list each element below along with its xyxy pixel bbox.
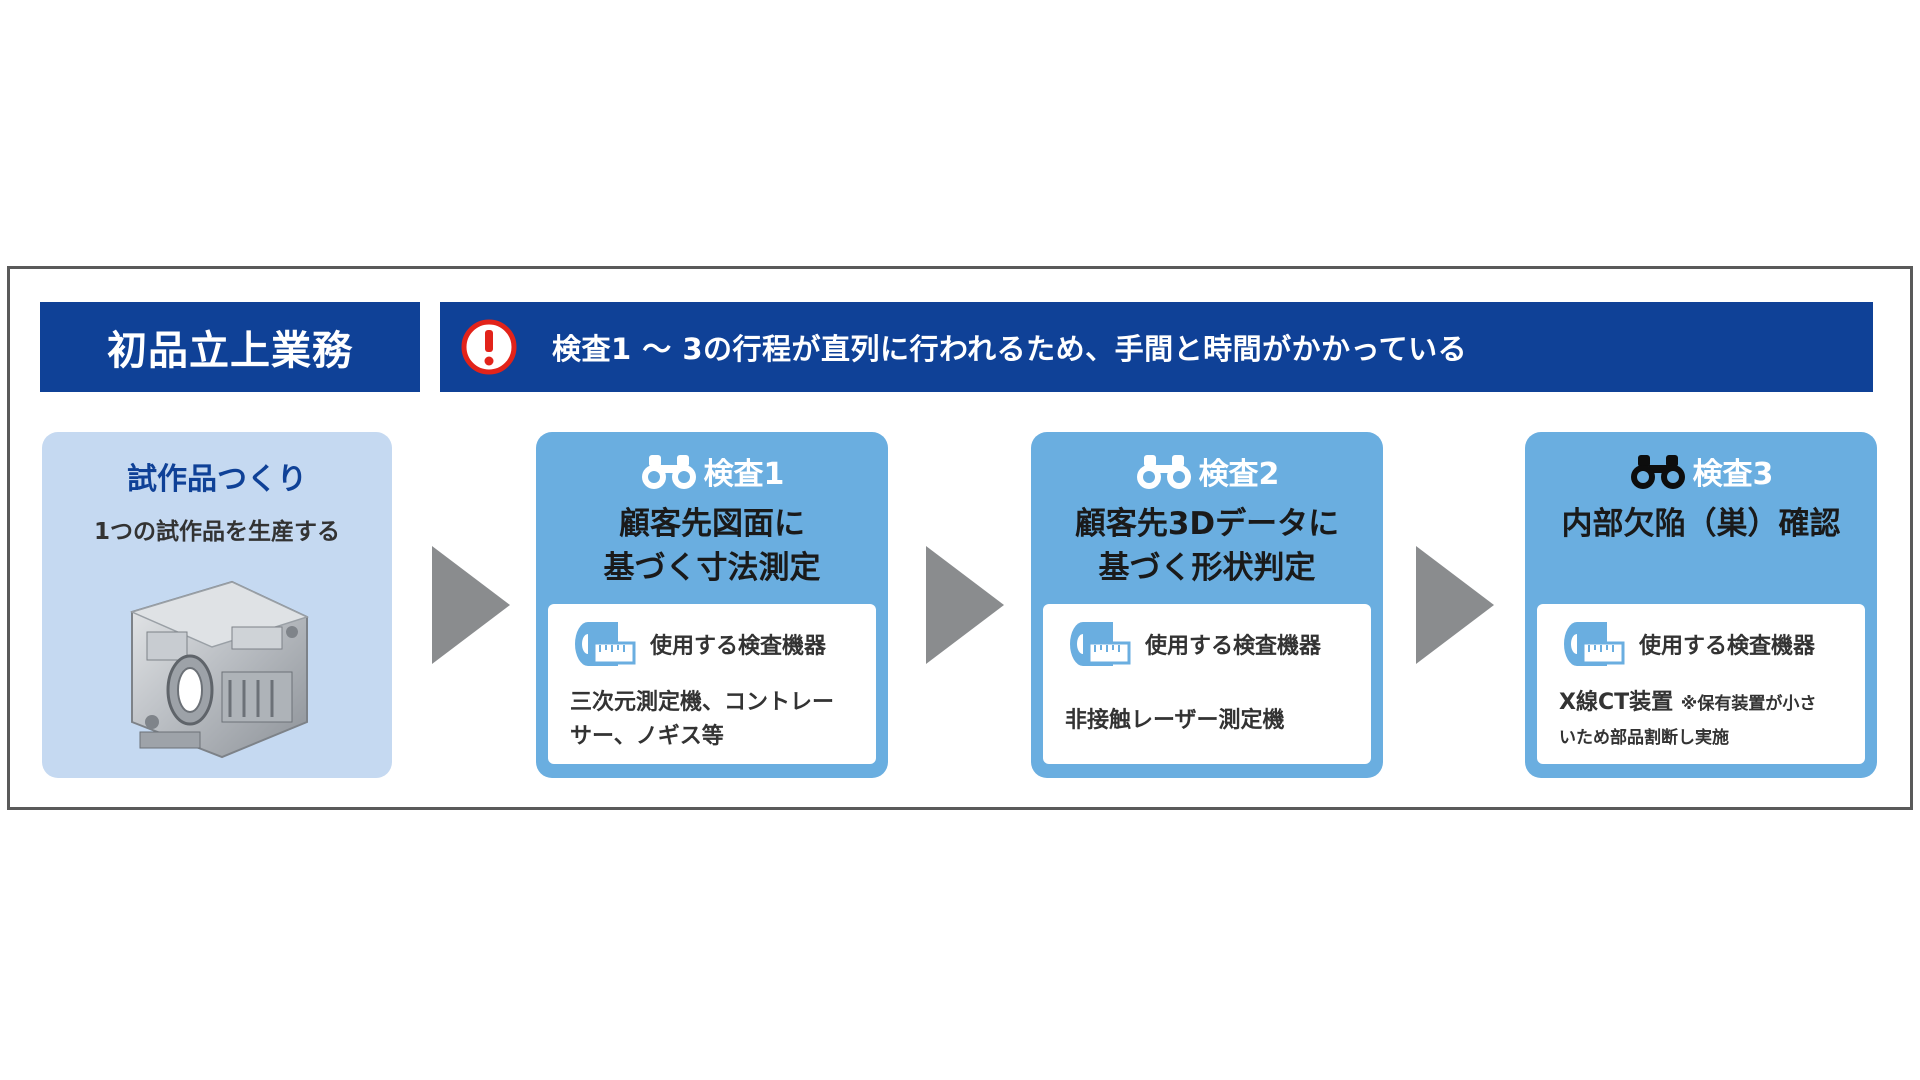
binoculars-icon [1630,455,1685,489]
step-title-line: 内部欠陥（巣）確認 [1561,506,1841,542]
equipment-text: X線CT装置 ※保有装置が小さ いため部品割断し実施 [1559,686,1851,755]
step-title-line: 基づく形状判定 [1098,550,1316,586]
step-label: 検査1 [703,457,785,492]
page-title: 初品立上業務 [40,302,420,392]
equipment-line: 非接触レーザー測定機 [1065,708,1285,733]
step-label: 検査2 [1198,457,1280,492]
equipment-box: 使用する検査機器 三次元測定機、コントレー サー、ノギス等 [548,604,876,764]
step-title: 顧客先図面に 基づく寸法測定 [536,502,888,590]
equipment-note: ※保有装置が小さ [1680,694,1817,714]
step-title-line: 基づく寸法測定 [603,550,821,586]
equipment-box: 使用する検査機器 X線CT装置 ※保有装置が小さ いため部品割断し実施 [1537,604,1865,764]
engine-part-image [129,580,310,759]
equipment-text: 三次元測定機、コントレー サー、ノギス等 [570,686,862,754]
exclamation-circle-icon [461,319,517,375]
step-title-line: 顧客先図面に [619,506,805,542]
prototype-card: 試作品つくり 1つの試作品を生産する [42,432,392,778]
tape-measure-icon [1564,622,1625,666]
process-arrow-3 [1416,546,1494,664]
binoculars-icon [641,455,696,489]
equipment-note: いため部品割断し実施 [1559,728,1729,748]
inspection-card-2: 検査2 顧客先3Dデータに 基づく形状判定 使用する検査機器 非接触レーザー測定… [1031,432,1383,778]
step-title: 顧客先3Dデータに 基づく形状判定 [1031,502,1383,590]
equipment-heading: 使用する検査機器 [650,634,827,659]
process-arrow-1 [432,546,510,664]
process-arrow-2 [926,546,1004,664]
alert-message: 検査1 ～ 3の行程が直列に行われるため、手間と時間がかかっている [552,332,1468,366]
equipment-line: 三次元測定機、コントレー [570,690,835,715]
inspection-card-1: 検査1 顧客先図面に 基づく寸法測定 使用する検査機器 三次元測定機、コントレー… [536,432,888,778]
step-title-line: 顧客先3Dデータに [1074,506,1340,542]
equipment-text: 非接触レーザー測定機 [1065,704,1357,738]
step-title: 内部欠陥（巣）確認 [1525,502,1877,546]
equipment-heading: 使用する検査機器 [1639,634,1816,659]
equipment-line: サー、ノギス等 [570,724,724,749]
prototype-subtitle: 1つの試作品を生産する [93,519,340,545]
binoculars-icon [1136,455,1191,489]
equipment-heading: 使用する検査機器 [1145,634,1322,659]
tape-measure-icon [575,622,636,666]
alert-banner: 検査1 ～ 3の行程が直列に行われるため、手間と時間がかかっている [440,302,1873,392]
prototype-title: 試作品つくり [127,462,307,497]
step-label: 検査3 [1692,457,1774,492]
equipment-box: 使用する検査機器 非接触レーザー測定機 [1043,604,1371,764]
tape-measure-icon [1070,622,1131,666]
equipment-main: X線CT装置 [1559,690,1674,715]
inspection-card-3: 検査3 内部欠陥（巣）確認 使用する検査機器 X線CT装置 ※保有装置が小さ [1525,432,1877,778]
